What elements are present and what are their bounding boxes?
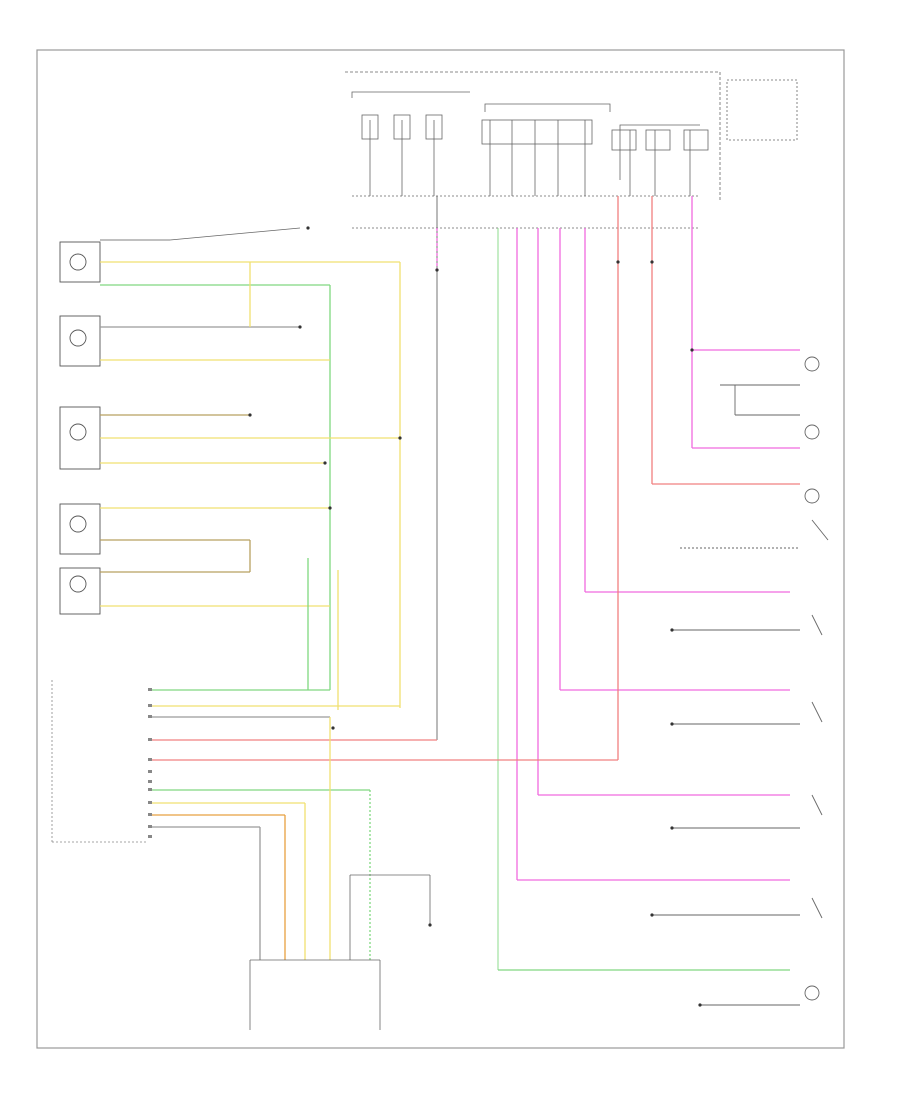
left-lamp-5-bulb [69, 575, 87, 593]
diagram-frame [36, 49, 845, 1049]
switch-4 [811, 794, 823, 816]
left-lamp-group [59, 241, 101, 615]
connector-dots [248, 226, 702, 1007]
bottom-connector [249, 959, 381, 1030]
center-wires [307, 196, 790, 971]
left-lamp-1-body [59, 241, 101, 283]
left-lamp-2-bulb [69, 329, 87, 347]
left-lamp-wires [100, 227, 401, 708]
red-wires [150, 196, 800, 761]
left-lamp-3-bulb [69, 423, 87, 441]
switch-1 [811, 519, 829, 541]
right-components [652, 356, 829, 1006]
left-lamp-4-bulb [69, 515, 87, 533]
switch-2 [811, 614, 823, 636]
cluster-wires [150, 689, 431, 960]
cluster-pin-markers [148, 688, 152, 838]
left-lamp-4-body [59, 503, 101, 555]
power-distribution-area [345, 71, 798, 229]
switch-5 [811, 897, 823, 919]
left-lamp-2-body [59, 315, 101, 367]
right-lamp-2 [804, 424, 820, 440]
instrument-cluster [51, 680, 148, 843]
left-lamp-5-body [59, 567, 101, 615]
pink-wires [516, 196, 800, 881]
switch-3 [811, 701, 823, 723]
left-lamp-1-bulb [69, 253, 87, 271]
right-lamp-3 [804, 488, 820, 504]
right-lamp-4 [804, 985, 820, 1001]
right-lamp-1 [804, 356, 820, 372]
left-lamp-3-body [59, 406, 101, 470]
